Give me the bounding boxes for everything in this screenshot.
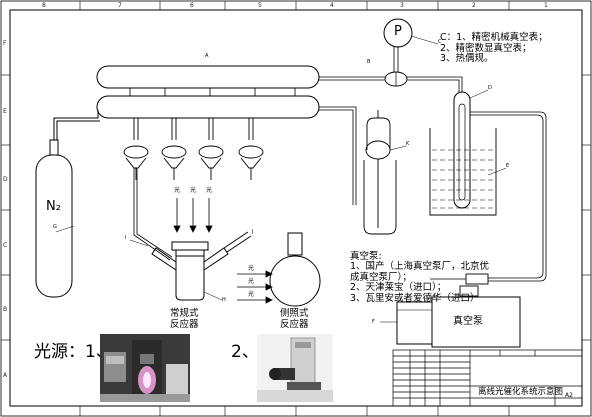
grid-side-f: F	[3, 40, 7, 47]
light-source-label: 光源：1、	[34, 342, 113, 362]
sheet-size: A2	[565, 392, 573, 399]
light-label-1: 光	[174, 187, 181, 194]
grid-top-5: 5	[258, 2, 262, 9]
bubbler-line	[319, 106, 357, 205]
manifold-stubs	[129, 88, 296, 96]
n2-label: N₂	[46, 199, 61, 214]
vacuum-pump-list: 1、国产（上海真空泵厂，北京优 成真空泵厂）； 2、天津莱宝（进口）； 3、瓦里…	[350, 261, 490, 304]
grid-top-6: 6	[190, 2, 194, 9]
grid-side-e: E	[3, 108, 7, 115]
vacuum-pump-title: 真空泵:	[350, 251, 382, 262]
marker-f: F	[372, 319, 375, 325]
manifold-upper	[96, 65, 320, 89]
grid-side-a: A	[3, 372, 8, 379]
upper-line	[319, 76, 463, 92]
dewar	[429, 128, 497, 216]
gauge-legend: C：1、精密机械真空表； 2、精密数显真空表； 3、热偶规。	[440, 32, 548, 65]
marker-a: A	[205, 53, 209, 59]
grid-top-4: 4	[330, 2, 334, 9]
top-light-arrows	[173, 198, 213, 233]
manifold-lower	[96, 95, 320, 119]
dewar-liquid	[432, 149, 494, 209]
light-label-3: 光	[206, 187, 213, 194]
reactor-conventional	[151, 231, 252, 301]
pressure-gauge	[383, 18, 413, 48]
vacuum-pump-label: 真空泵	[453, 316, 483, 327]
n2-cylinder	[35, 110, 100, 298]
pump-line	[470, 111, 547, 282]
marker-b: B	[367, 59, 371, 65]
marker-g: G	[53, 224, 57, 230]
light-source-2-label: 2、	[231, 342, 259, 362]
cold-trap-outer	[453, 91, 471, 209]
marker-k: K	[406, 141, 410, 147]
side-light-label-2: 光	[248, 278, 255, 285]
light-label-2: 光	[190, 187, 197, 194]
cold-trap-inner	[458, 103, 466, 201]
grid-top-2: 2	[472, 2, 476, 9]
vacuum-pump-motor	[396, 301, 433, 345]
marker-h: H	[222, 297, 226, 303]
side-light-label-3: 光	[248, 291, 255, 298]
light-source-photo-1	[100, 334, 190, 402]
title-block	[392, 349, 583, 407]
marker-j: J	[252, 229, 254, 235]
grid-side-c: C	[3, 242, 8, 249]
reactor-side-label: 侧照式 反应器	[280, 308, 309, 330]
grid-top-8: 8	[42, 2, 46, 9]
marker-e: E	[506, 163, 510, 169]
marker-i: I	[125, 235, 127, 241]
marker-c: C	[438, 39, 442, 45]
light-source-photo-2	[257, 334, 333, 402]
marker-d: D	[488, 85, 492, 91]
grid-side-b: B	[3, 306, 8, 313]
side-light-label-1: 光	[248, 265, 255, 272]
gauge-label: P	[394, 24, 402, 39]
drawing-title: 离线光催化系统示意图	[478, 387, 564, 397]
lamp-photo-icon	[100, 334, 190, 402]
reactor-side	[269, 232, 321, 307]
reactor-conventional-label: 常规式 反应器	[170, 308, 199, 330]
bubbler	[363, 110, 397, 235]
grid-top-7: 7	[118, 2, 122, 9]
grid-side-d: D	[3, 176, 8, 183]
grid-top-1: 1	[544, 2, 548, 9]
side-light-arrows	[237, 270, 273, 304]
stopcocks	[123, 118, 264, 180]
reactor-feed	[133, 168, 173, 261]
xenon-lamp-photo-icon	[257, 334, 333, 402]
grid-top-3: 3	[400, 2, 404, 9]
